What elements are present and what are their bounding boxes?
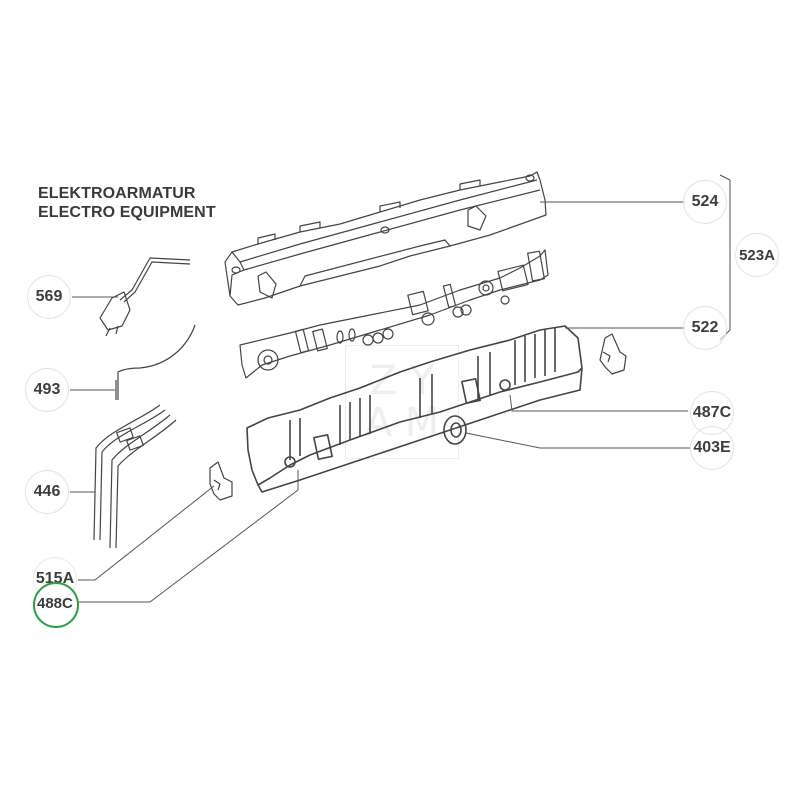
leader-488C <box>78 470 299 603</box>
callout-403E[interactable]: 403E <box>690 426 734 470</box>
callout-493[interactable]: 493 <box>25 368 69 412</box>
part-515A-clip[interactable] <box>209 461 233 501</box>
part-493-sensor-wire[interactable] <box>115 324 196 400</box>
diagram-title: ELEKTROARMATUR ELECTRO EQUIPMENT <box>38 184 216 222</box>
leader-403E <box>465 432 690 449</box>
callout-446[interactable]: 446 <box>25 470 69 514</box>
leader-487C <box>509 394 688 412</box>
callout-522[interactable]: 522 <box>683 306 727 350</box>
part-base-frame[interactable] <box>246 325 583 493</box>
part-569-power-cord[interactable] <box>99 257 191 337</box>
part-522-control-board[interactable] <box>239 249 549 379</box>
part-403E-wheel[interactable] <box>443 415 467 445</box>
title-english: ELECTRO EQUIPMENT <box>38 204 216 221</box>
highlight-circle-488C <box>33 582 79 628</box>
leader-lines <box>70 174 731 603</box>
part-clip-right[interactable] <box>599 333 627 375</box>
callout-524[interactable]: 524 <box>683 180 727 224</box>
title-german: ELEKTROARMATUR <box>38 185 196 202</box>
callout-523A[interactable]: 523A <box>735 233 779 277</box>
callout-569[interactable]: 569 <box>27 275 71 319</box>
part-524-cover[interactable] <box>224 171 547 306</box>
leader-515A <box>78 485 215 581</box>
part-446-hoses[interactable] <box>93 404 177 549</box>
